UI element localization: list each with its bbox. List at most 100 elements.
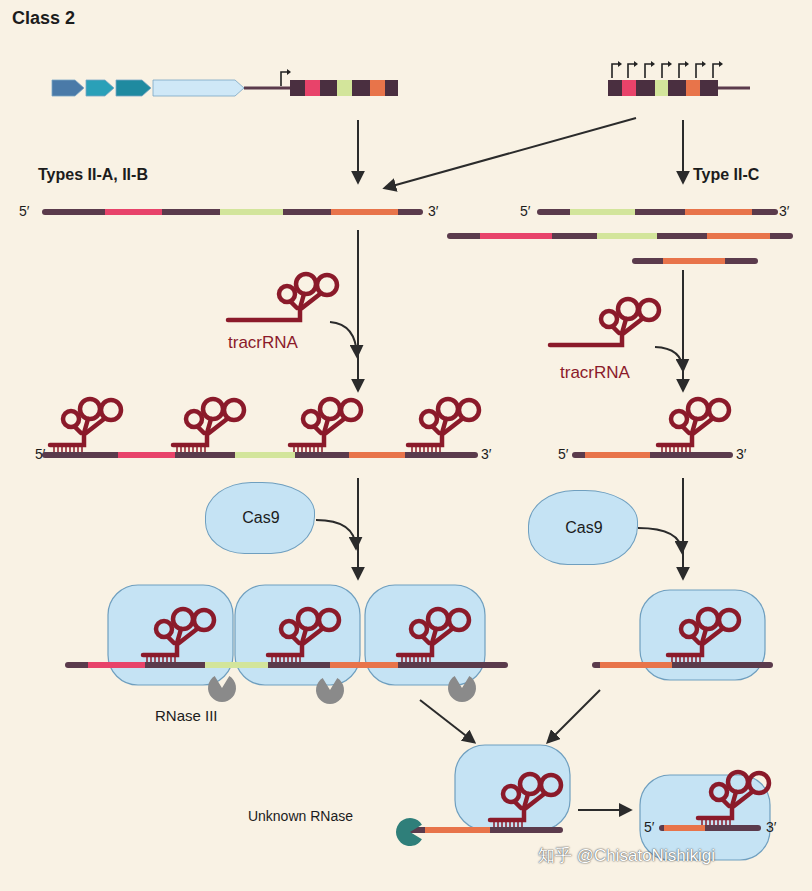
- tracrrna-hairpin: [658, 399, 729, 452]
- promoter-arrow: [645, 64, 652, 78]
- flow-arrow: [316, 520, 356, 548]
- rna-strand: [595, 662, 770, 668]
- rna-strand: [450, 233, 790, 239]
- tracrrna-hairpin: [550, 299, 659, 345]
- hairpin-loop: [186, 411, 202, 427]
- rna-strand: [45, 209, 420, 215]
- hairpin-loop: [411, 621, 427, 637]
- hairpin-stem: [408, 433, 442, 445]
- rna-strand: [540, 209, 775, 215]
- flow-arrow: [655, 347, 683, 370]
- spacer-block: [370, 80, 385, 96]
- spacer-block: [655, 80, 668, 96]
- hairpin-loop: [520, 774, 540, 794]
- hairpin-loop: [618, 299, 638, 319]
- pre-crrna-band: Type II-C 5′ 3′: [440, 165, 800, 270]
- spacer-block: [622, 80, 636, 96]
- rnase-iii-enzyme: [316, 678, 344, 704]
- hairpin-loop: [671, 411, 687, 427]
- tracrrna-hairpin: [228, 274, 337, 320]
- strand-end-label: 5′: [520, 204, 530, 219]
- cas9-protein: [108, 585, 233, 685]
- unknown-rnase-enzyme: [396, 818, 422, 846]
- promoter-arrow: [713, 64, 720, 78]
- spacer-segment: [570, 209, 635, 215]
- hairpin-stem: [698, 806, 732, 818]
- hairpin-loop: [298, 609, 318, 629]
- hairpin-stem: [50, 433, 84, 445]
- flow-arrow: [357, 120, 359, 182]
- hairpin-loop: [319, 610, 339, 630]
- spacer-segment: [235, 452, 295, 458]
- node-label: Unknown RNase: [243, 809, 353, 824]
- promoter-arrow: [281, 72, 288, 86]
- tracrrna-hairpin: [668, 609, 739, 662]
- spacer-segment: [88, 662, 145, 668]
- locus-fade: [398, 87, 500, 90]
- hairpin-loop: [303, 411, 319, 427]
- cas9-protein: Cas9: [205, 482, 315, 554]
- strand-end-label: 5′: [644, 820, 654, 835]
- strand-end-label: 3′: [428, 204, 438, 219]
- promoter-arrow: [628, 64, 635, 78]
- hairpin-loop: [279, 286, 295, 302]
- rna-strand: [45, 452, 475, 458]
- tracrrna-hairpin: [143, 609, 214, 662]
- flow-arrow: [548, 690, 600, 742]
- strand-end-label: 3′: [736, 447, 746, 462]
- rnase-iii-enzyme: [208, 676, 236, 702]
- hairpin-loop: [438, 399, 458, 419]
- cas-gene-arrow: [52, 80, 84, 96]
- flow-arrow: [682, 270, 684, 390]
- promoter-arrow: [679, 64, 686, 78]
- tracrrna-hairpin: [490, 774, 561, 827]
- hairpin-loop: [63, 411, 79, 427]
- cas-gene-arrow: [153, 80, 244, 96]
- flow-arrow: [330, 322, 357, 356]
- node-label: tracrRNA: [560, 364, 630, 383]
- spacer-segment: [105, 209, 162, 215]
- spacer-segment: [349, 452, 405, 458]
- hairpin-stem: [290, 433, 324, 445]
- rna-strand: [635, 258, 755, 264]
- hairpin-loop: [80, 399, 100, 419]
- hairpin-stem: [268, 643, 302, 655]
- rnase-node: RNase III: [150, 675, 250, 725]
- spacer-segment: [685, 209, 752, 215]
- duplex-band: 5′ 3′: [30, 390, 500, 470]
- promoter-arrow: [612, 64, 619, 78]
- spacer-block: [686, 80, 700, 96]
- node-label: Cas9: [206, 509, 316, 527]
- hairpin-stem: [658, 433, 692, 445]
- tracrrna-node: tracrRNA: [222, 248, 347, 353]
- repeat-array: [608, 80, 718, 96]
- hairpin-loop: [711, 784, 727, 800]
- locus-line: [718, 87, 750, 90]
- cas-gene-arrow: [116, 80, 151, 96]
- spacer-segment: [707, 233, 770, 239]
- hairpin-loop: [503, 786, 519, 802]
- duplex-band: 5′3′: [555, 390, 755, 470]
- intergenic-line: [244, 87, 290, 90]
- tracrrna-hairpin: [398, 609, 469, 662]
- spacer-segment: [330, 662, 398, 668]
- rna-strand: [400, 827, 560, 833]
- rna-strand: [575, 452, 730, 458]
- strand-end-label: 3′: [481, 447, 491, 462]
- spacer-segment: [331, 209, 398, 215]
- node-label: Type II-C: [693, 166, 759, 184]
- spacer-segment: [664, 825, 705, 831]
- hairpin-stem: [398, 643, 432, 655]
- strand-end-label: 5′: [35, 447, 45, 462]
- node-label: Types II-A, II-B: [38, 166, 148, 184]
- strand-end-label: 3′: [779, 204, 789, 219]
- tracrrna-hairpin: [408, 399, 479, 452]
- promoter-arrow: [662, 64, 669, 78]
- flow-arrow: [385, 118, 636, 188]
- node-label: Cas9: [529, 519, 639, 537]
- spacer-segment: [480, 233, 552, 239]
- cas9-protein: Cas9: [528, 490, 638, 565]
- tracrrna-hairpin: [173, 399, 244, 452]
- hairpin-stem: [173, 433, 207, 445]
- hairpin-loop: [698, 609, 718, 629]
